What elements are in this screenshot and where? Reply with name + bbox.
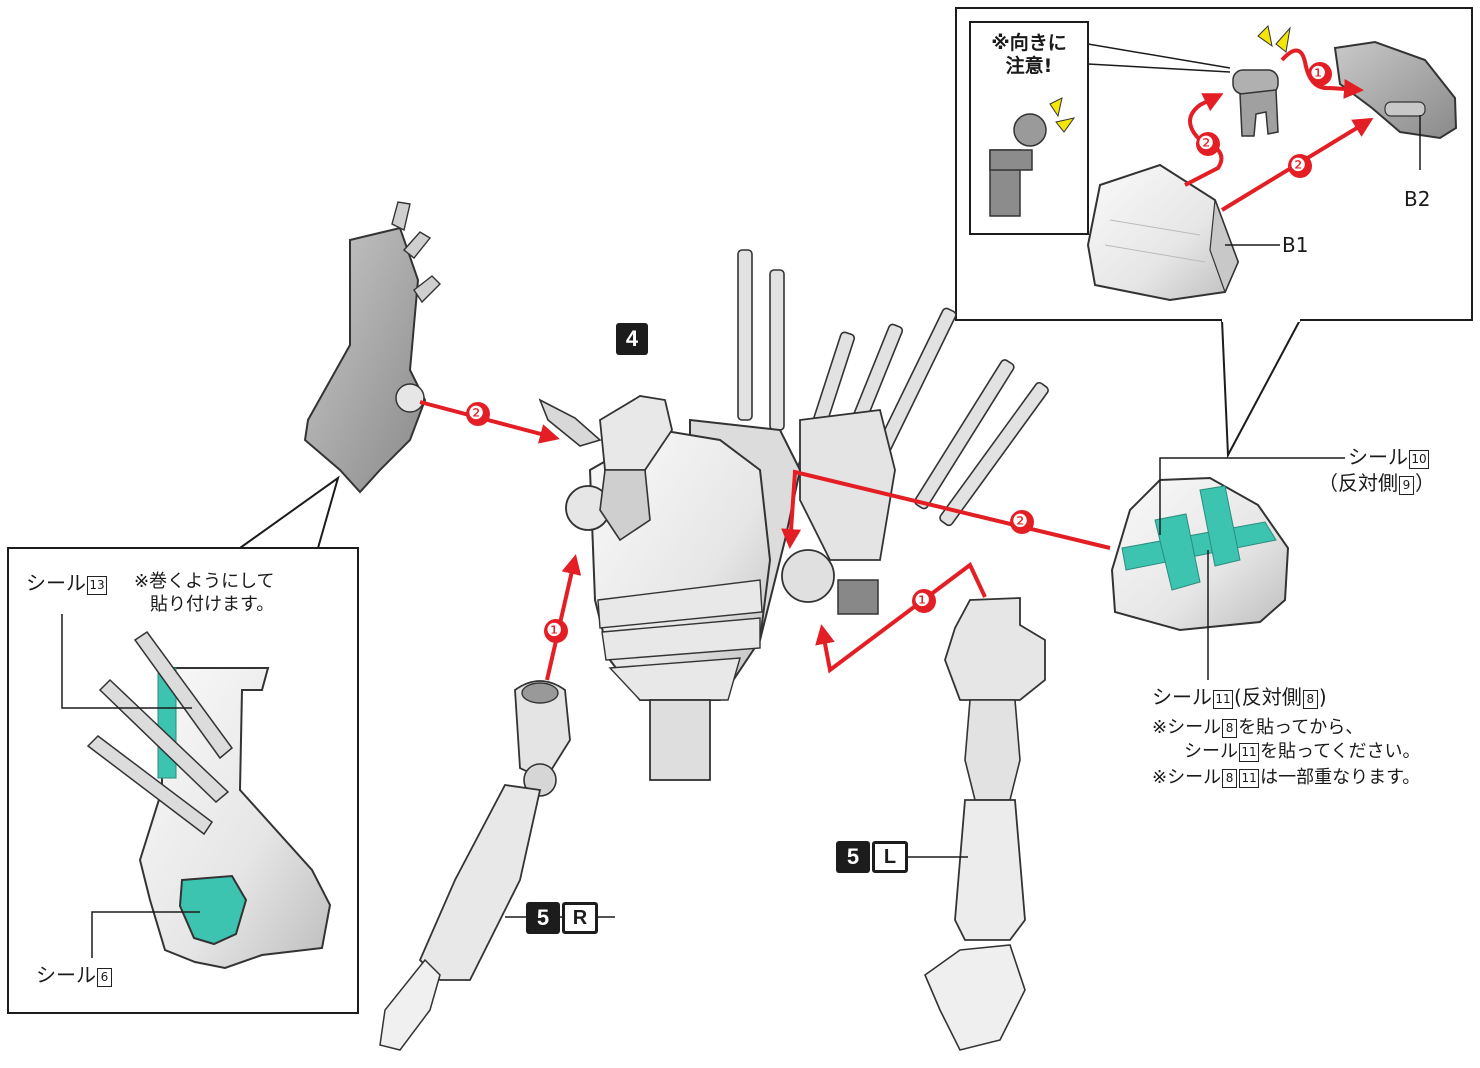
note3-suffix: は一部重なります。 bbox=[1260, 767, 1420, 788]
arm-right-part bbox=[380, 681, 570, 1050]
order-2-armor: ❷ bbox=[1012, 510, 1028, 534]
sticker-6-prefix: シール bbox=[36, 963, 96, 987]
step-5l-number: 5 bbox=[836, 841, 870, 873]
sticker-13-number: 13 bbox=[87, 576, 107, 595]
shoulder-armor-part bbox=[305, 202, 440, 492]
note1-suffix: を貼ってから、 bbox=[1238, 717, 1363, 738]
sticker-11-number: 11 bbox=[1213, 690, 1233, 709]
sticker-10-number: 10 bbox=[1409, 450, 1429, 469]
order-1-callout: ❶ bbox=[1310, 62, 1326, 86]
sticker-11-alt-prefix: (反対側 bbox=[1234, 685, 1302, 709]
note1-prefix: ※シール bbox=[1152, 717, 1221, 738]
wrap-note: ※巻くようにして 貼り付けます。 bbox=[134, 570, 275, 616]
sticker-10-alt-prefix: （反対側 bbox=[1318, 471, 1398, 495]
order-2-callout-b: ❷ bbox=[1290, 154, 1306, 178]
wrap-note-line-2: 貼り付けます。 bbox=[134, 593, 275, 616]
note3-prefix: ※シール bbox=[1152, 767, 1221, 788]
note1-number: 8 bbox=[1222, 719, 1237, 738]
part-label-b1: B1 bbox=[1282, 232, 1308, 258]
note2-prefix: シール bbox=[1184, 741, 1238, 762]
sticker-13-prefix: シール bbox=[26, 571, 86, 595]
order-1-right-arm: ❶ bbox=[546, 619, 562, 643]
caution-line-1: ※向きに bbox=[972, 32, 1086, 55]
order-2-shoulder: ❷ bbox=[468, 402, 484, 426]
note3-number-1: 8 bbox=[1222, 769, 1237, 788]
sticker-6-number: 6 bbox=[97, 968, 112, 987]
step-5r-number: 5 bbox=[526, 902, 560, 934]
note2-suffix: を貼ってください。 bbox=[1260, 741, 1421, 762]
armor-part-stickers bbox=[1112, 478, 1288, 630]
sticker-10-prefix: シール bbox=[1348, 445, 1408, 469]
arm-left-part bbox=[925, 598, 1045, 1050]
wrap-note-line-1: ※巻くようにして bbox=[134, 570, 275, 593]
caution-note: ※向きに 注意! bbox=[972, 32, 1086, 78]
step-5l-side: L bbox=[872, 841, 908, 873]
part-label-b2: B2 bbox=[1404, 186, 1430, 212]
sticker-11-alt-number: 8 bbox=[1303, 690, 1318, 709]
note2-number: 11 bbox=[1239, 743, 1259, 762]
step-number-4: 4 bbox=[616, 323, 648, 355]
sticker-10-alt-number: 9 bbox=[1399, 476, 1414, 495]
note3-number-2: 11 bbox=[1239, 769, 1259, 788]
caution-line-2: 注意! bbox=[972, 55, 1086, 78]
step-5r-badge: 5 R bbox=[526, 902, 600, 934]
sticker-11-prefix: シール bbox=[1152, 685, 1212, 709]
order-1-left-arm: ❶ bbox=[914, 589, 930, 613]
step-5r-side: R bbox=[562, 902, 598, 934]
order-2-callout-a: ❷ bbox=[1198, 132, 1214, 156]
sticker-10-alt-suffix: ） bbox=[1415, 471, 1435, 495]
sticker-11-alt-suffix: ) bbox=[1319, 685, 1327, 709]
step-5l-badge: 5 L bbox=[836, 841, 910, 873]
